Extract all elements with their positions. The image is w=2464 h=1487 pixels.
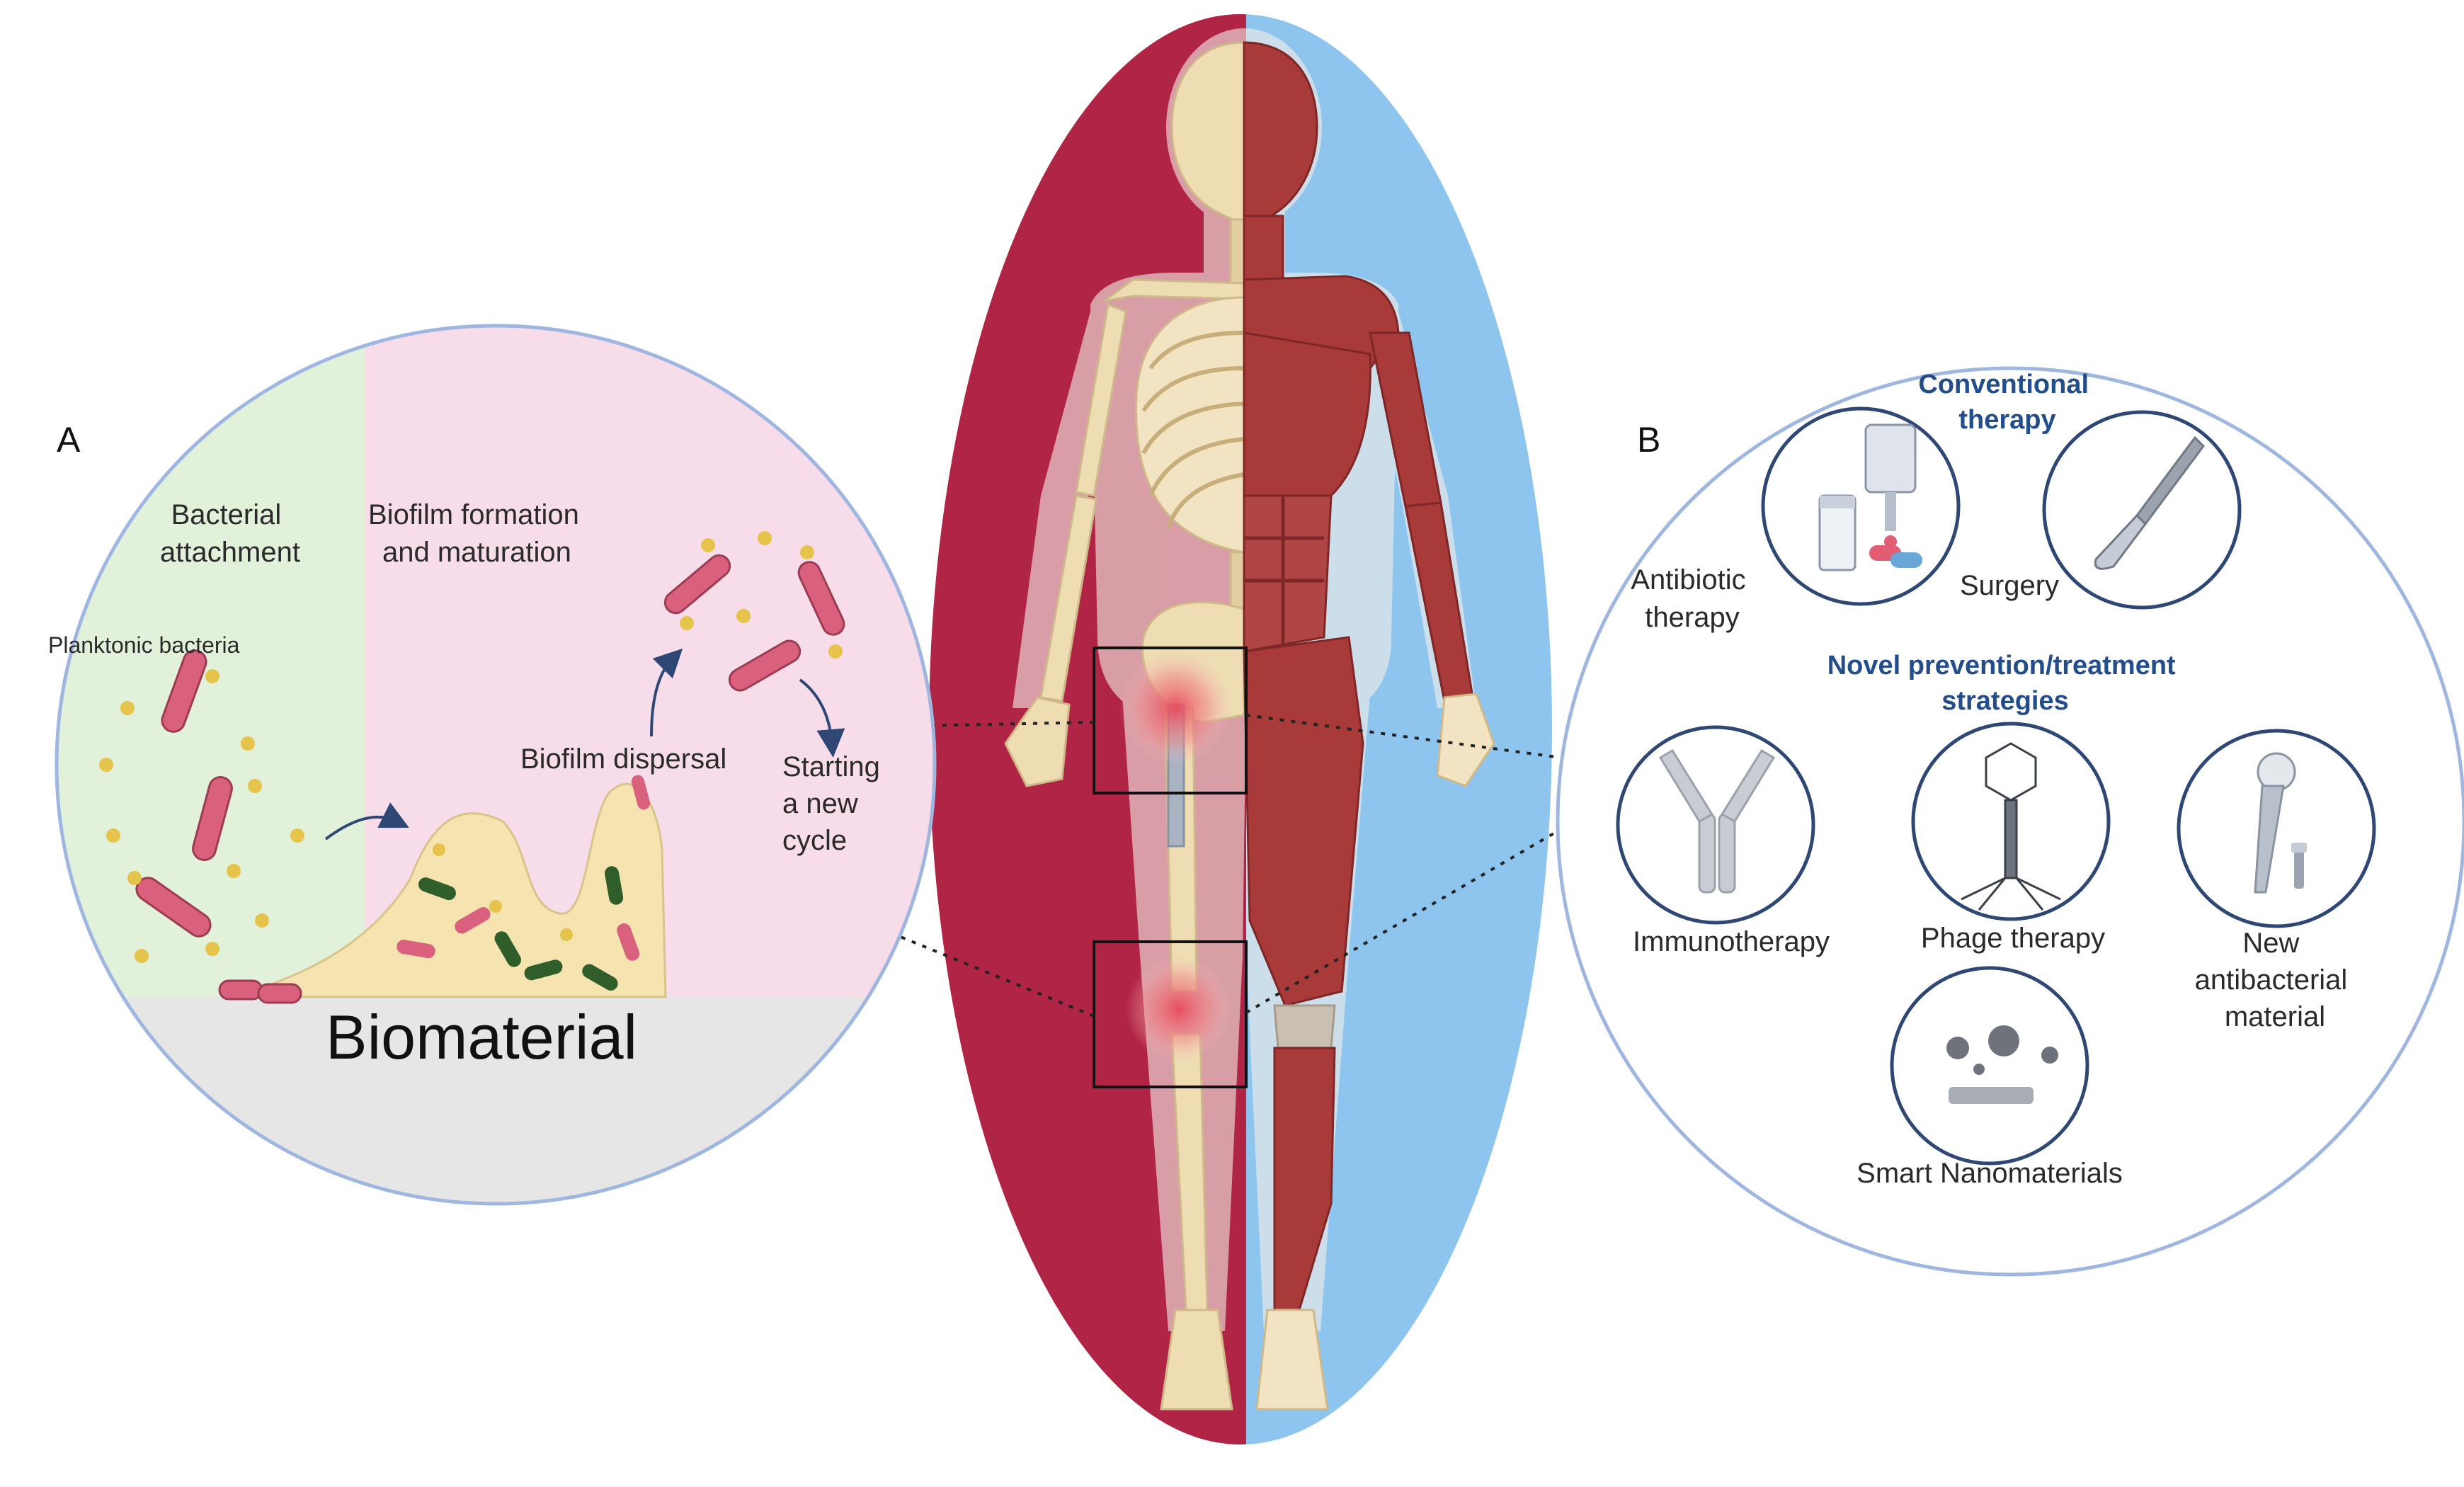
skeleton-half [1004,41,1248,1411]
attachment-arrow [324,802,409,841]
biomaterial-label: Biomaterial [326,1002,637,1072]
panel-a-biofilm-cycle: A [48,324,937,1206]
novel-strategies-title: Novel prevention/treatment strategies [1827,651,2184,716]
panel-b-letter: B [1637,420,1660,460]
abdominal-muscles [1243,494,1333,653]
humerus [1075,302,1127,497]
nanoparticles-icon [1946,1025,2058,1104]
right-hand [1436,693,1495,787]
body-figure [877,14,1570,1445]
skull [1170,41,1245,227]
antibody-icon [1658,748,1776,894]
left-hand [1004,696,1071,787]
panel-b-therapies: B Conventional therapy Antibiotic therap… [1556,366,2464,1277]
new-cycle-label: Starting a new cycle [782,751,888,856]
scalpel-icon [2094,435,2205,570]
nanomaterials-label: Smart Nanomaterials [1856,1158,2123,1189]
antibiotic-icon [1818,423,1922,571]
nanomaterials-circle [1890,966,2089,1166]
dispersing-bacteria [663,531,845,692]
dispersal-arrow [650,648,683,737]
panel-a-outline [55,324,937,1206]
dispersal-label: Biofilm dispersal [520,744,726,775]
phage-therapy-label: Phage therapy [1921,923,2105,954]
formation-label: Biofilm formation and maturation [368,499,587,568]
surgery-label: Surgery [1960,570,2059,601]
chest-muscle [1243,331,1371,497]
antibiotic-label: Antibiotic therapy [1631,564,1753,633]
planktonic-bacteria [99,649,304,1004]
planktonic-label: Planktonic bacteria [48,632,240,658]
hip-infection-spot [1119,651,1232,765]
thigh-muscles [1243,636,1364,1007]
biofilm-bacteria [397,775,651,991]
conventional-therapy-title: Conventional therapy [1918,370,2096,435]
head-muscles [1243,41,1318,227]
right-foot [1255,1309,1329,1411]
new-cycle-arrow [799,678,845,758]
hip-implant-icon [2254,752,2307,894]
immunotherapy-label: Immunotherapy [1633,926,1830,957]
attachment-label: Bacterial attachment [160,499,300,568]
knee-zoom-box [1093,940,1248,1088]
knee-infection-spot [1126,956,1232,1062]
rib-cage [1135,296,1245,554]
forearm-bones [1039,494,1097,702]
muscle-half [1243,41,1495,1411]
bacteriophage-icon [1961,742,2061,911]
zoom-connectors [877,714,1570,1018]
calf-muscles [1273,1047,1336,1311]
left-foot [1160,1309,1233,1411]
knee-tendon [1273,1004,1336,1049]
antibiotic-circle [1761,406,1961,606]
new-material-label: New antibacterial material [2195,928,2356,1032]
hip-zoom-box [1093,646,1248,794]
panel-a-letter: A [57,420,81,460]
